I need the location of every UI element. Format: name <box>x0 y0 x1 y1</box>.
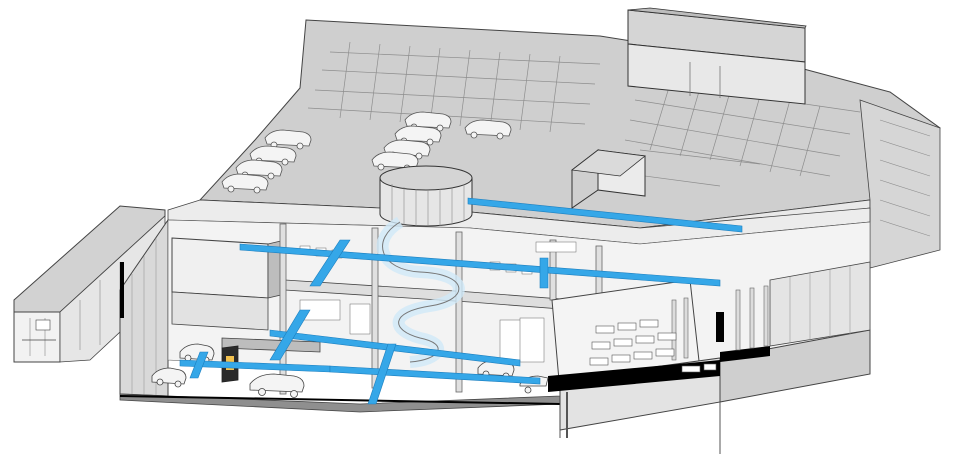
parked-car-icon <box>249 145 297 166</box>
roof-vent-box <box>570 148 646 209</box>
roof-top-surface <box>198 19 941 229</box>
parked-car-icon <box>249 373 305 398</box>
roof-parked-cars <box>221 111 512 194</box>
parked-car-icon <box>464 119 512 140</box>
office-desks <box>589 319 717 373</box>
hvac-duct <box>179 197 743 405</box>
main-building-floors <box>119 199 871 454</box>
parked-car-icon <box>151 367 187 388</box>
parked-car-icon <box>221 173 269 194</box>
roof-right-parapet <box>859 99 941 269</box>
parked-car-icon <box>404 111 452 132</box>
cylindrical-rotunda <box>379 165 473 227</box>
black-band-right <box>720 346 770 362</box>
interior-furnishings <box>299 241 577 363</box>
left-annex <box>13 205 166 363</box>
black-band-lower <box>548 360 720 392</box>
rooftop-penthouse <box>627 7 807 105</box>
